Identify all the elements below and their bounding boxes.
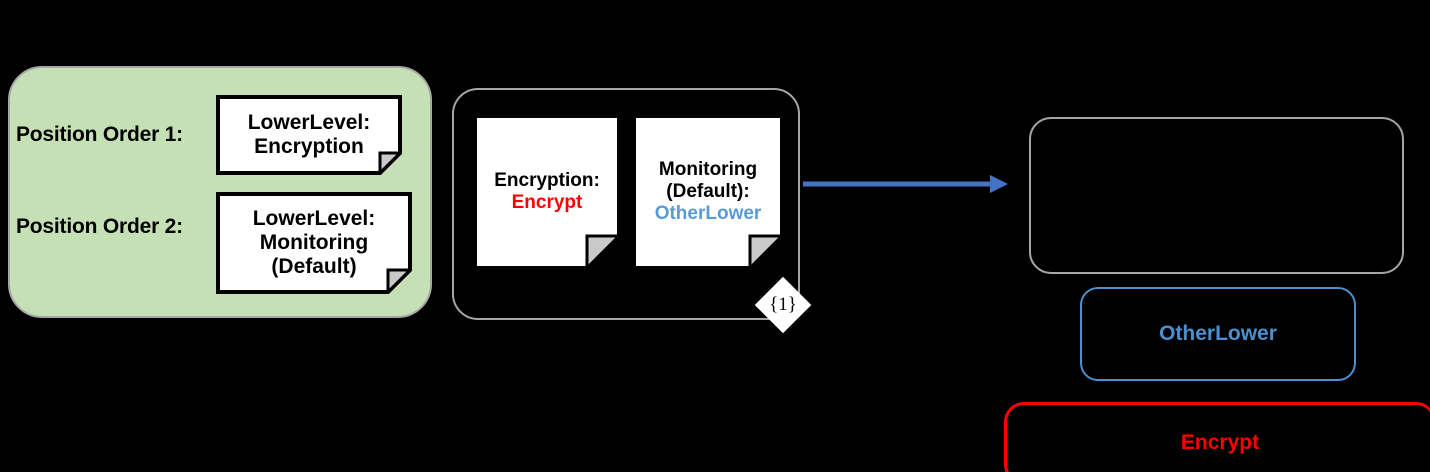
flow-arrow-icon [803, 175, 1008, 193]
multiplicity-diamond: {1} [754, 276, 812, 334]
position-order-2-note: LowerLevel: Monitoring (Default) [216, 192, 412, 294]
position-order-1-note: LowerLevel: Encryption [216, 95, 402, 175]
note-line: LowerLevel: [247, 110, 371, 134]
multiplicity-label: {1} [769, 294, 797, 315]
note-title-line: Encryption: [494, 170, 600, 192]
note-value: OtherLower [654, 202, 762, 224]
note-line: LowerLevel: [252, 206, 376, 230]
empty-result-box[interactable] [1029, 117, 1404, 274]
monitoring-note: Monitoring (Default): OtherLower [632, 114, 784, 270]
encryption-note: Encryption: Encrypt [473, 114, 621, 270]
note-line: (Default) [271, 255, 357, 279]
note-title-line: (Default): [666, 181, 750, 203]
note-text: Encryption: Encrypt [494, 170, 600, 214]
note-line: Encryption [254, 135, 364, 158]
note-text: Monitoring (Default): OtherLower [655, 159, 762, 225]
note-title-line: Monitoring [658, 159, 758, 181]
note-text: LowerLevel: Monitoring (Default) [253, 207, 376, 279]
configuration-notes-container [452, 88, 800, 320]
position-order-1-label: Position Order 1: [16, 123, 183, 146]
encrypt-box[interactable]: Encrypt [1004, 402, 1430, 472]
note-text: LowerLevel: Encryption [248, 111, 371, 159]
note-value: Encrypt [511, 192, 583, 213]
note-line: Monitoring [259, 230, 369, 254]
position-order-2-label: Position Order 2: [16, 215, 183, 238]
otherlower-box[interactable]: OtherLower [1080, 287, 1356, 381]
